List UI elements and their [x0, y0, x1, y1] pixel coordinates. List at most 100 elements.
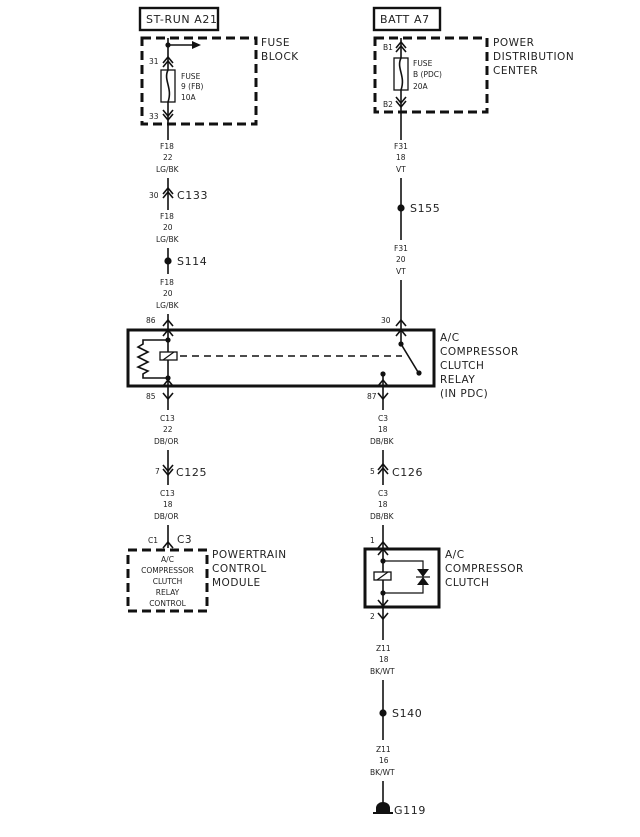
- wire-f31-gauge: 18: [396, 153, 406, 162]
- c126-pin: 5: [370, 467, 375, 476]
- wire-z11-color: BK/WT: [370, 667, 395, 676]
- relay-pin-85: 85: [146, 392, 156, 401]
- relay-pin-30: 30: [381, 316, 391, 325]
- wire-f18-3-color: LG/BK: [156, 301, 180, 310]
- wire-f18-3-gauge: 20: [163, 289, 173, 298]
- c125-label: C125: [176, 466, 207, 479]
- clutch-title-1: A/C: [445, 549, 465, 561]
- wire-c13-color: DB/OR: [154, 437, 179, 446]
- connector-male-icon: [162, 109, 174, 122]
- c125-pin: 7: [155, 467, 160, 476]
- pdc-outline: [373, 36, 489, 114]
- pcm-title-3: MODULE: [212, 577, 261, 589]
- c133-label: C133: [177, 189, 208, 202]
- wire-f31-2-id: F31: [394, 244, 408, 253]
- fuse-9-line2: 9 (FB): [181, 82, 204, 91]
- pcm-inner-2: COMPRESSOR: [141, 566, 194, 575]
- left-circuit: ST-RUN A21 FUSE BLOCK 31 FUSE 9 (FB) 10A…: [138, 6, 299, 330]
- relay-pin-87: 87: [367, 392, 377, 401]
- fuse-block-pin-out: 33: [149, 112, 159, 121]
- pcm-title-2: CONTROL: [212, 563, 267, 575]
- right-circuit: BATT A7 POWER DISTRIBUTION CENTER B1 FUS…: [367, 6, 574, 549]
- pcm-connector: C3: [177, 534, 192, 546]
- fuse-9-line1: FUSE: [181, 72, 201, 81]
- relay-pin-86: 86: [146, 316, 156, 325]
- relay-title-2: COMPRESSOR: [440, 346, 519, 358]
- fuse-b-line3: 20A: [413, 82, 429, 91]
- fuse-b-line1: FUSE: [413, 59, 433, 68]
- fuse-block-outline: [140, 36, 258, 126]
- c126-label: C126: [392, 466, 423, 479]
- ac-compressor-clutch: A/C COMPRESSOR CLUTCH: [363, 547, 523, 609]
- wire-c13-gauge: 22: [163, 425, 173, 434]
- fuse-b-line2: B (PDC): [413, 70, 442, 79]
- pcm-pin: C1: [148, 536, 158, 545]
- wire-c3-2-id: C3: [378, 489, 388, 498]
- wire-c13-2-color: DB/OR: [154, 512, 179, 521]
- wire-z11-2-id: Z11: [376, 745, 391, 754]
- relay-title-5: (IN PDC): [440, 388, 488, 400]
- fuse-block-pin-in: 31: [149, 57, 159, 66]
- relay-pin-30-icon: [395, 318, 407, 327]
- wire-c3-gauge: 18: [378, 425, 388, 434]
- relay-title-4: RELAY: [440, 374, 475, 386]
- wire-f31-id: F31: [394, 142, 408, 151]
- splice-s155-label: S155: [410, 202, 440, 215]
- connector-male-icon: [395, 96, 407, 109]
- arrow-right-icon: [192, 41, 201, 49]
- ac-compressor-clutch-relay: A/C COMPRESSOR CLUTCH RELAY (IN PDC): [126, 328, 519, 400]
- wire-f18-2-id: F18: [160, 212, 174, 221]
- wire-c3-2-color: DB/BK: [370, 512, 395, 521]
- connector-c125-icon: [162, 464, 174, 477]
- wire-c13-2-gauge: 18: [163, 500, 173, 509]
- pcm-inner-4: RELAY: [156, 588, 180, 597]
- pcm-connector-icon: [162, 540, 174, 549]
- pdc-pin-in: B1: [383, 43, 393, 52]
- splice-s114-dot: [164, 257, 172, 265]
- splice-s140-dot: [379, 709, 387, 717]
- pcm-title-1: POWERTRAIN: [212, 549, 287, 561]
- wire-z11-id: Z11: [376, 644, 391, 653]
- relay-title-1: A/C: [440, 332, 460, 344]
- splice-s155-dot: [397, 204, 405, 212]
- connector-female-icon: [162, 55, 174, 68]
- clutch-outline: [363, 547, 441, 609]
- wire-c3-color: DB/BK: [370, 437, 395, 446]
- pdc-pin-out: B2: [383, 100, 393, 109]
- wire-c13-id: C13: [160, 414, 175, 423]
- fuse-block-title-2: BLOCK: [261, 51, 299, 63]
- resistor-icon: [136, 339, 168, 379]
- wire-c3-id: C3: [378, 414, 388, 423]
- clutch-pin-2: 2: [370, 612, 375, 621]
- clutch-pin-1-icon: [377, 540, 389, 549]
- wire-c3-2-gauge: 18: [378, 500, 388, 509]
- left-lower-circuit: 85 C13 22 DB/OR 7 C125 C13 18 DB/OR C1 C…: [126, 386, 287, 613]
- connector-c126-icon: [377, 462, 389, 475]
- diode-icon: [417, 569, 429, 577]
- splice-s140-label: S140: [392, 707, 422, 720]
- relay-switch-contact: [400, 343, 419, 373]
- wire-f18-2-gauge: 20: [163, 223, 173, 232]
- wire-f18-gauge: 22: [163, 153, 173, 162]
- pdc-title-3: CENTER: [493, 65, 538, 77]
- wire-f31-color: VT: [396, 165, 406, 174]
- fuse-9-line3: 10A: [181, 93, 197, 102]
- wire-f18-2-color: LG/BK: [156, 235, 180, 244]
- pdc-title-1: POWER: [493, 37, 534, 49]
- clutch-pin-1: 1: [370, 536, 375, 545]
- pdc-title-2: DISTRIBUTION: [493, 51, 574, 63]
- relay-pin-86-icon: [162, 318, 174, 327]
- ground-label: G119: [394, 804, 426, 817]
- relay-outline: [126, 328, 436, 388]
- clutch-title-3: CLUTCH: [445, 577, 489, 589]
- wire-c13-2-id: C13: [160, 489, 175, 498]
- source-label-st-run: ST-RUN A21: [146, 13, 218, 26]
- c133-pin: 30: [149, 191, 159, 200]
- ground-circuit: 2 Z11 18 BK/WT S140 Z11 16 BK/WT G119: [370, 607, 426, 817]
- ground-icon: [376, 802, 390, 813]
- wire-f18-color: LG/BK: [156, 165, 180, 174]
- wire-f31-2-gauge: 20: [396, 255, 406, 264]
- fuse-block-title-1: FUSE: [261, 37, 290, 49]
- source-label-batt: BATT A7: [380, 13, 430, 26]
